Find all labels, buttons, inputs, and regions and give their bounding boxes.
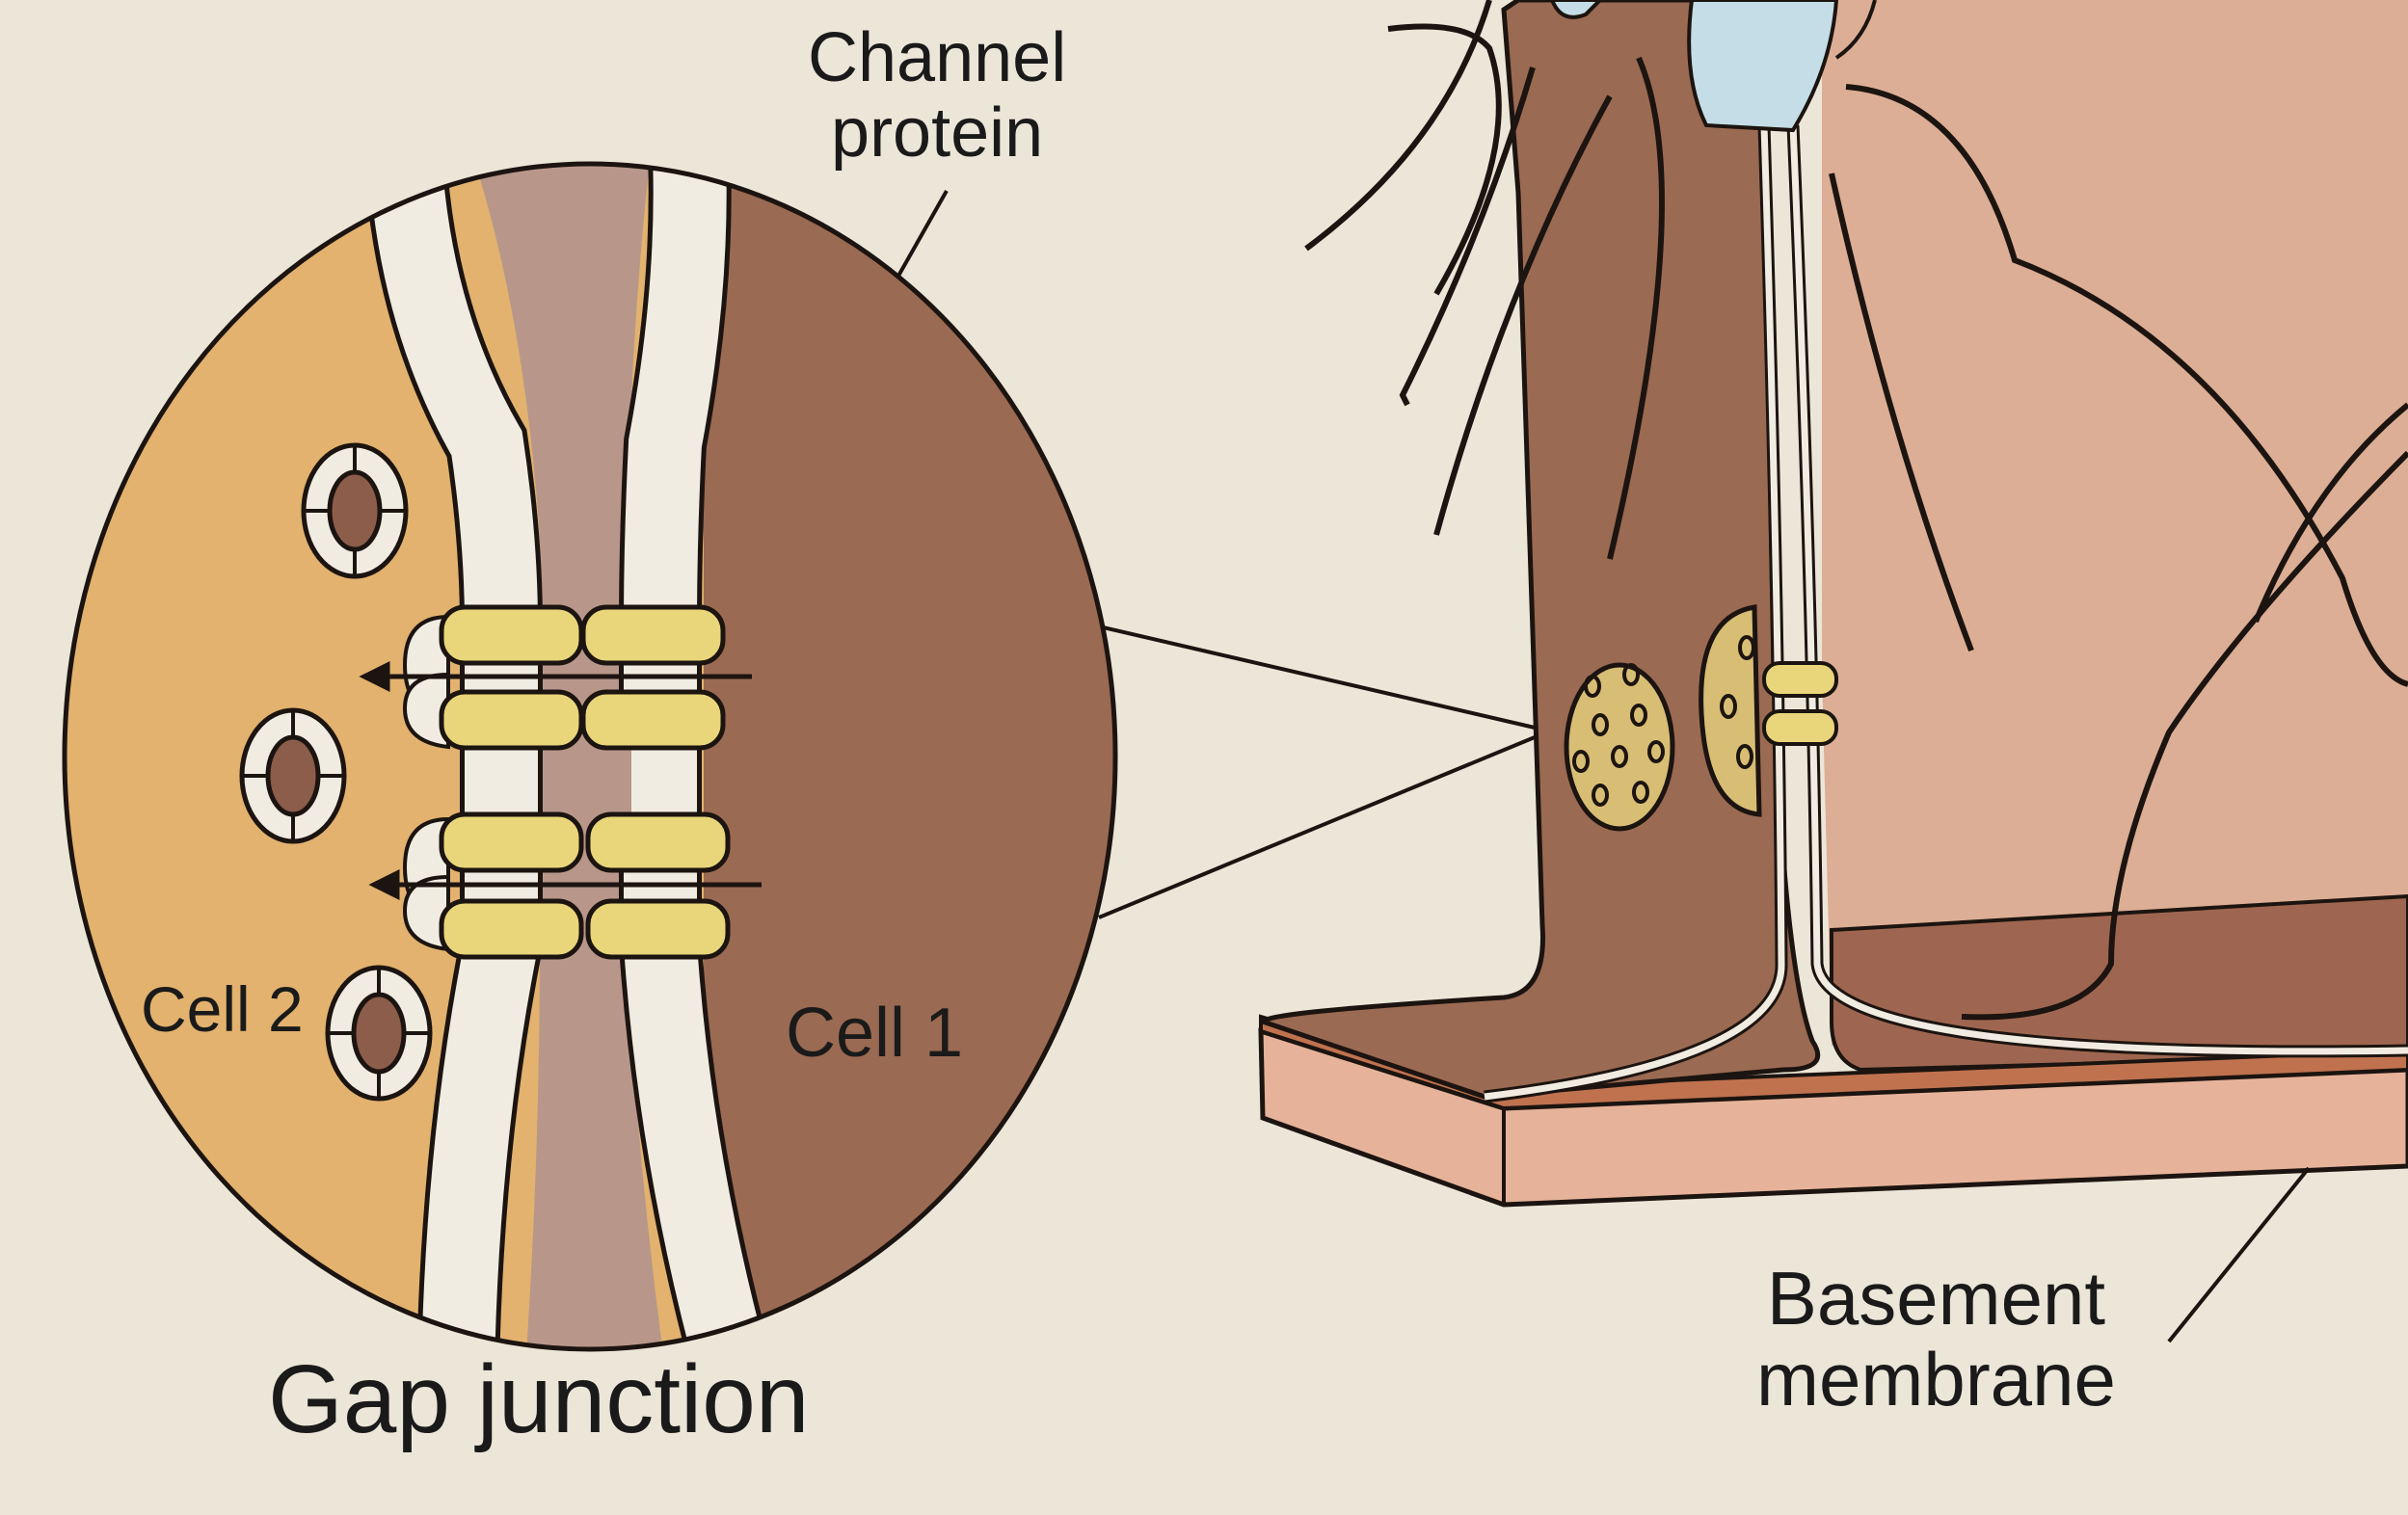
gap-junction-plaque [1564,604,1838,832]
magnified-gap-junction [65,164,1115,1349]
magnification-circle [62,161,1118,1352]
connexon-rings [239,442,433,1102]
basement-label-line1: Basement [1766,1256,2106,1341]
basement-membrane-label: Basement membrane [1756,1256,2116,1422]
channel-protein-label: Channel protein [808,19,1067,172]
magnification-lines [1098,625,1536,919]
channel-proteins [402,604,731,960]
columnar-cell [1259,0,1821,1100]
gap-junction-label: Gap junction [268,1345,810,1453]
basement-label-line2: membrane [1756,1337,2116,1422]
cell-2-label: Cell 2 [141,973,304,1045]
basement-membrane-leader [2167,1166,2311,1343]
channel-protein-label-line2: protein [831,93,1044,172]
cell-1-label: Cell 1 [786,995,964,1072]
ion-flow-arrows [359,660,762,901]
tissue-fibers [1304,0,2408,1021]
cell-1-cytoplasm [694,164,1115,1349]
epithelial-tissue [1258,0,2408,1208]
channel-protein-label-line1: Channel [808,19,1067,96]
microvilli [1687,0,1839,133]
